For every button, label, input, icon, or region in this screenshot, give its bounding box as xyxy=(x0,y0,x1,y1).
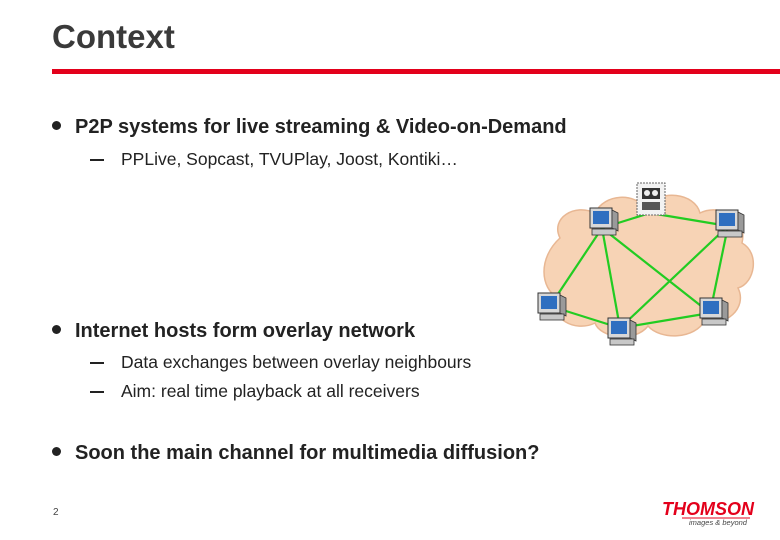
dash-icon xyxy=(90,159,104,162)
slide-title: Context xyxy=(52,18,175,55)
bullet-dot-icon xyxy=(52,447,61,457)
bullet-2: Internet hosts form overlay network xyxy=(52,320,415,343)
title-rule xyxy=(52,69,780,74)
computer-icon xyxy=(589,207,619,236)
subitem-2-1: Data exchanges between overlay neighbour… xyxy=(90,352,471,373)
bullet-dot-icon xyxy=(52,121,61,131)
computer-icon xyxy=(699,297,729,326)
bullet-3: Soon the main channel for multimedia dif… xyxy=(52,442,539,465)
svg-text:THOMSON: THOMSON xyxy=(662,499,755,519)
svg-text:images & beyond: images & beyond xyxy=(689,518,748,527)
page-number: 2 xyxy=(53,507,59,518)
subitem-2-1-text: Data exchanges between overlay neighbour… xyxy=(121,352,472,372)
bullet-1-text: P2P systems for live streaming & Video-o… xyxy=(75,116,567,138)
computer-icon xyxy=(607,317,637,346)
bullet-2-text: Internet hosts form overlay network xyxy=(75,320,416,342)
subitem-1-1-text: PPLive, Sopcast, TVUPlay, Joost, Kontiki… xyxy=(121,149,458,169)
computer-icon xyxy=(537,292,567,321)
overlay-network-diagram xyxy=(537,182,755,346)
subitem-2-2-text: Aim: real time playback at all receivers xyxy=(121,381,420,401)
computer-icon xyxy=(715,209,745,238)
dash-icon xyxy=(90,391,104,394)
subitem-1-1: PPLive, Sopcast, TVUPlay, Joost, Kontiki… xyxy=(90,149,458,170)
server-icon xyxy=(636,182,666,216)
bullet-dot-icon xyxy=(52,325,61,335)
bullet-1: P2P systems for live streaming & Video-o… xyxy=(52,116,567,139)
bullet-3-text: Soon the main channel for multimedia dif… xyxy=(75,442,540,464)
dash-icon xyxy=(90,362,104,365)
subitem-2-2: Aim: real time playback at all receivers xyxy=(90,381,420,402)
thomson-logo: THOMSON images & beyond xyxy=(662,499,755,527)
